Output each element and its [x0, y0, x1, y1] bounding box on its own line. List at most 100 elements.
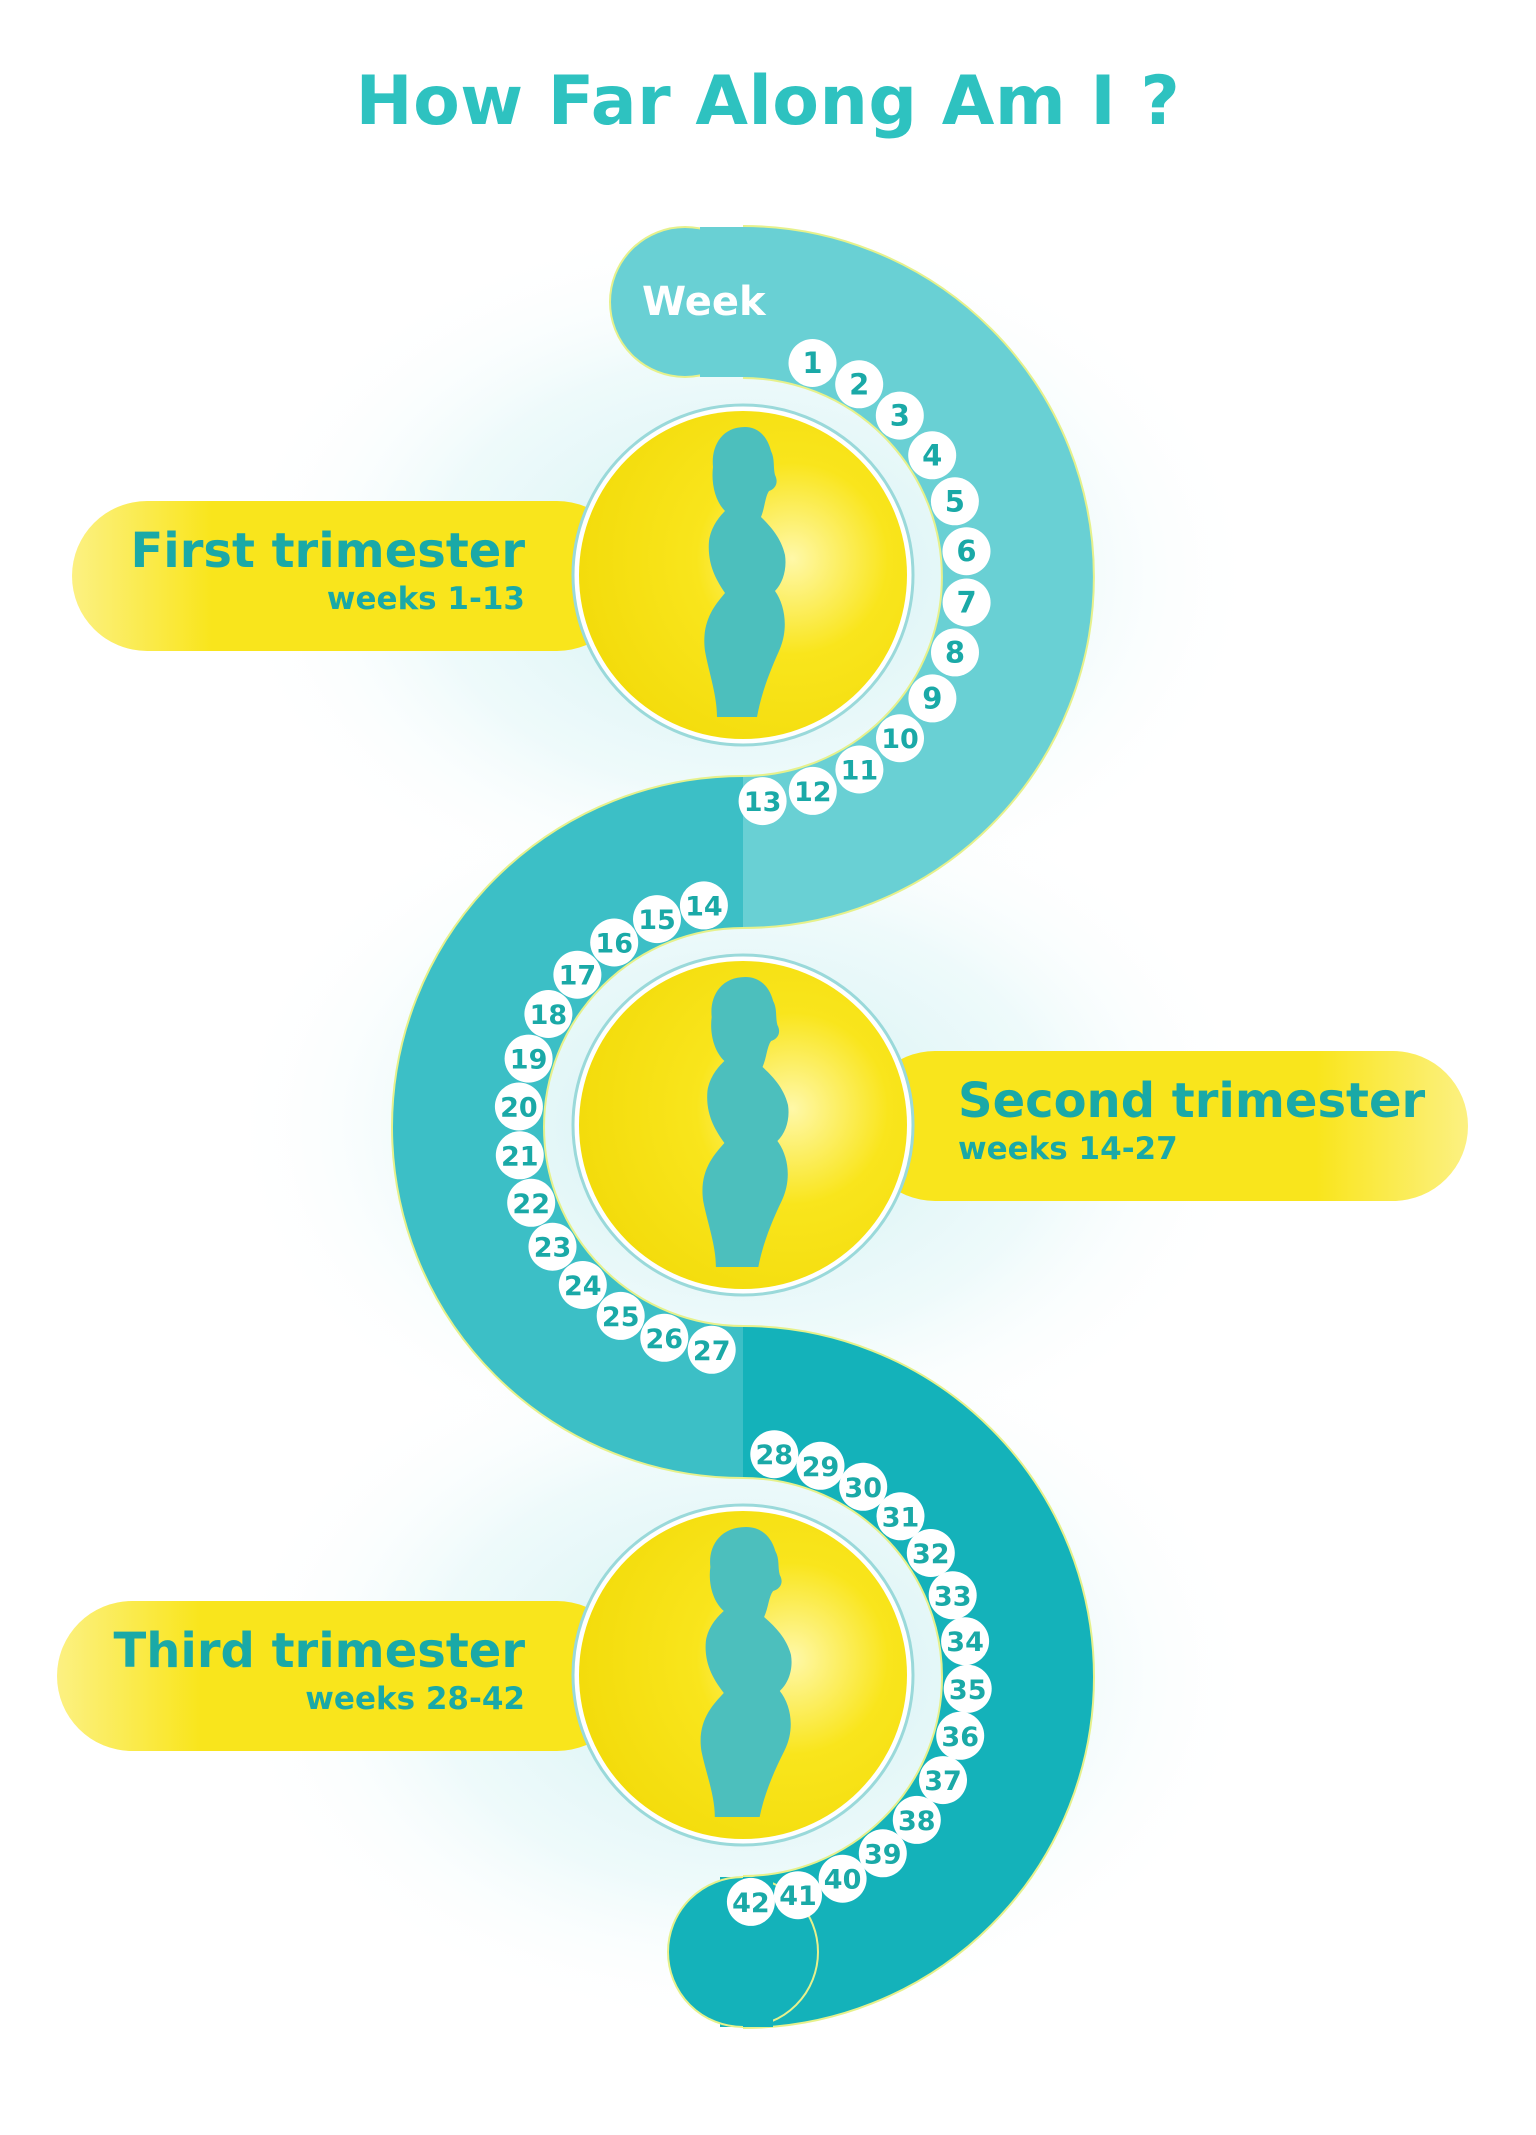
week-marker-dot: [495, 1131, 544, 1180]
week-marker-dot: [928, 1571, 977, 1620]
week-marker: 33: [928, 1571, 977, 1620]
week-marker: 22: [507, 1178, 556, 1227]
trimester-pills: [57, 501, 1468, 1751]
week-marker-dot: [919, 1756, 967, 1805]
week-marker: 24: [558, 1261, 607, 1309]
week-marker: 31: [876, 1492, 925, 1541]
week-marker: 15: [633, 895, 681, 944]
week-number: 41: [779, 1881, 817, 1912]
week-number: 30: [844, 1473, 882, 1504]
week-marker-dot: [942, 527, 991, 576]
week-marker: 32: [906, 1529, 955, 1577]
week-number: 10: [881, 724, 919, 755]
week-marker: 26: [640, 1313, 689, 1362]
week-label: Week: [642, 279, 767, 325]
band-third: [720, 1327, 1093, 2027]
week-marker-dot: [876, 714, 924, 763]
week-marker-dot: [906, 1529, 955, 1577]
week-number: 40: [824, 1865, 862, 1896]
week-marker: 29: [796, 1441, 845, 1490]
week-marker: 20: [494, 1082, 543, 1131]
week-number: 11: [841, 756, 879, 787]
week-marker-dot: [640, 1313, 689, 1362]
week-number: 24: [564, 1271, 602, 1302]
week-number: 29: [802, 1452, 840, 1483]
week-marker-dot: [839, 1462, 888, 1511]
week-marker-dot: [875, 391, 924, 440]
week-markers: 1234567891011121314151617181920212223242…: [494, 339, 992, 1926]
week-marker: 27: [687, 1325, 736, 1374]
silhouette-disc-3: [571, 1503, 915, 1847]
week-number: 36: [941, 1722, 979, 1753]
week-marker: 41: [774, 1871, 822, 1920]
week-marker: 10: [876, 714, 924, 763]
week-number: 12: [794, 777, 832, 808]
week-number: 27: [693, 1336, 731, 1367]
week-number: 7: [957, 586, 977, 620]
week-marker: 18: [524, 990, 573, 1038]
week-marker: 8: [931, 628, 979, 677]
third-trimester-name: Third trimester: [113, 1623, 526, 1679]
week-marker: 9: [908, 674, 957, 723]
page-title: How Far Along Am I ?: [355, 62, 1181, 141]
week-marker: 7: [942, 578, 991, 627]
week-marker: 17: [553, 950, 602, 999]
week-marker: 5: [930, 477, 979, 526]
week-marker: 42: [726, 1877, 775, 1926]
week-marker: 37: [919, 1756, 967, 1805]
week-marker-dot: [507, 1178, 556, 1227]
week-number: 1: [802, 346, 822, 380]
week-number: 34: [946, 1627, 984, 1658]
week-marker: 1: [788, 339, 837, 387]
week-marker-dot: [524, 990, 573, 1038]
week-marker-dot: [936, 1711, 985, 1760]
week-number: 42: [732, 1888, 770, 1919]
week-marker-dot: [858, 1829, 907, 1878]
week-marker-dot: [504, 1034, 553, 1083]
third-trimester-pill: [57, 1601, 632, 1751]
week-marker-dot: [942, 578, 991, 627]
week-number: 23: [534, 1233, 572, 1264]
week-marker-dot: [596, 1291, 645, 1340]
week-marker-dot: [528, 1222, 577, 1271]
week-number: 9: [922, 681, 942, 715]
week-marker-dot: [687, 1325, 736, 1374]
week-number: 31: [882, 1502, 920, 1533]
week-number: 39: [864, 1839, 902, 1870]
first-trimester-name: First trimester: [130, 523, 525, 579]
week-number: 37: [924, 1766, 962, 1797]
week-marker-dot: [679, 881, 728, 930]
week-marker-dot: [726, 1877, 775, 1926]
second-trimester-label: Second trimester weeks 14-27: [958, 1073, 1425, 1169]
first-trimester-pill: [72, 501, 632, 651]
week-marker-dot: [892, 1795, 941, 1844]
week-number: 14: [685, 891, 723, 922]
week-number: 17: [559, 961, 597, 992]
week-marker: 38: [892, 1795, 941, 1844]
week-number: 4: [922, 438, 942, 472]
silhouette-discs: [571, 403, 915, 1847]
week-marker: 23: [528, 1222, 577, 1271]
week-marker: 36: [936, 1711, 985, 1760]
week-marker-dot: [494, 1082, 543, 1131]
week-marker-dot: [818, 1854, 867, 1903]
band-first: [700, 227, 1093, 927]
week-number: 26: [646, 1324, 684, 1355]
silhouette-disc-2: [571, 953, 915, 1297]
week-number: 18: [530, 1000, 568, 1031]
week-marker: 16: [590, 918, 639, 967]
week-marker: 2: [835, 360, 884, 409]
week-number: 21: [501, 1141, 539, 1172]
week-marker-dot: [908, 674, 957, 723]
week-number: 32: [912, 1539, 950, 1570]
week-number: 38: [898, 1806, 936, 1837]
week-number: 28: [756, 1440, 794, 1471]
week-marker-dot: [796, 1441, 845, 1490]
week-number: 5: [945, 484, 965, 518]
week-number: 25: [602, 1302, 640, 1333]
week-marker-dot: [590, 918, 639, 967]
week-marker-dot: [941, 1617, 990, 1666]
week-marker-dot: [774, 1871, 822, 1920]
week-marker-dot: [750, 1430, 799, 1479]
